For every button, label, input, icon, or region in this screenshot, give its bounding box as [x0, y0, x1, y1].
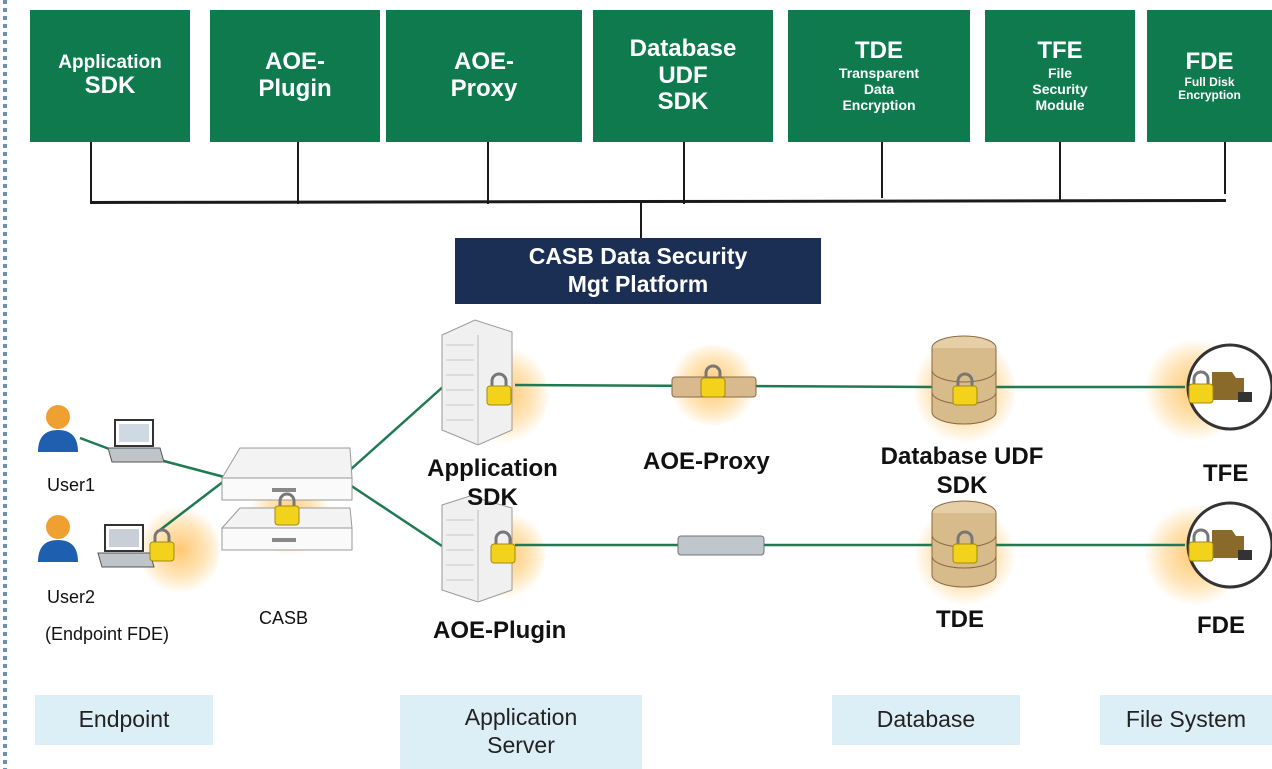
laptop-icon: [97, 524, 155, 568]
tier-database: Database: [832, 695, 1020, 745]
platform-line-1: CASB Data Security: [528, 243, 748, 270]
connector-line: [487, 142, 489, 204]
platform-line-2: Mgt Platform: [567, 271, 709, 297]
module-line: Application: [58, 51, 162, 73]
user2-note-label: (Endpoint FDE): [45, 624, 170, 644]
module-database-udf-sdk: Database UDF SDK: [593, 10, 773, 142]
connector-line: [90, 142, 92, 204]
lock-icon: [149, 528, 175, 562]
aoe-proxy-label: AOE-Proxy: [643, 448, 770, 475]
module-aoe-plugin: AOE- Plugin: [210, 10, 380, 142]
tier-file-system: File System: [1100, 695, 1272, 745]
fde-label: FDE: [1197, 612, 1245, 639]
lock-icon: [1188, 528, 1214, 562]
module-subline: Transparent: [838, 65, 920, 82]
module-subline: Data: [863, 81, 895, 98]
module-line: UDF: [658, 61, 708, 89]
lock-icon: [486, 372, 512, 406]
connector-line: [1224, 142, 1226, 194]
module-tfe: TFE File Security Module: [985, 10, 1135, 142]
user2-label: User2: [47, 587, 96, 607]
module-subline: Encryption: [842, 97, 916, 114]
lock-icon: [490, 530, 516, 564]
application-sdk-label: Application SDK: [427, 455, 558, 511]
lock-icon: [700, 364, 726, 398]
connector-line: [683, 142, 685, 204]
link-user1-casb: [159, 458, 229, 480]
aoe-plugin-label: AOE-Plugin: [433, 617, 567, 644]
tde-label: TDE: [936, 606, 984, 633]
tier-endpoint: Endpoint: [35, 695, 213, 745]
user1-icon: [38, 405, 78, 452]
module-title: TFE: [1037, 37, 1083, 65]
connector-line: [881, 142, 883, 198]
user2-icon: [38, 515, 78, 562]
module-line: AOE-: [454, 48, 514, 76]
lock-icon: [952, 372, 978, 406]
tfe-label: TFE: [1203, 460, 1249, 487]
module-line: AOE-: [265, 48, 325, 76]
module-subline: Encryption: [1178, 88, 1241, 103]
laptop-icon: [107, 419, 165, 463]
module-subline: Full Disk: [1184, 74, 1235, 89]
server-rack-icon: [441, 495, 513, 603]
database-udf-sdk-label: Database UDF SDK: [880, 443, 1044, 499]
module-line: Proxy: [450, 75, 518, 102]
plugin-tunnel-icon: [677, 535, 765, 556]
connector-line: [640, 203, 642, 239]
file-system-icon: [1186, 501, 1272, 589]
module-subline: File: [1047, 65, 1073, 82]
module-tde: TDE Transparent Data Encryption: [788, 10, 970, 142]
module-title: TDE: [855, 37, 903, 65]
module-line: Plugin: [258, 75, 332, 102]
link-casb-appsdk: [349, 384, 446, 471]
module-aoe-proxy: AOE- Proxy: [386, 10, 582, 142]
link-user1-laptop: [79, 436, 113, 452]
tier-application-server: Application Server: [400, 695, 642, 769]
link-user2-casb: [159, 477, 229, 531]
module-subline: Security: [1032, 81, 1088, 98]
module-line: SDK: [657, 88, 709, 116]
module-application-sdk: Application SDK: [30, 10, 190, 142]
connector-line: [1059, 142, 1061, 200]
left-dashed-border: [3, 0, 7, 769]
connector-line: [297, 142, 299, 204]
module-line: SDK: [84, 72, 136, 100]
file-system-icon: [1186, 343, 1272, 431]
lock-icon: [1188, 370, 1214, 404]
user1-label: User1: [47, 475, 96, 495]
module-line: Database: [629, 34, 737, 62]
lock-icon: [274, 492, 300, 526]
server-rack-icon: [441, 319, 513, 446]
module-fde: FDE Full Disk Encryption: [1147, 10, 1272, 142]
casb-label: CASB: [259, 608, 309, 628]
lock-icon: [952, 530, 978, 564]
link-casb-aoeplugin: [349, 483, 446, 550]
module-title: FDE: [1185, 47, 1234, 75]
module-subline: Module: [1035, 97, 1085, 114]
